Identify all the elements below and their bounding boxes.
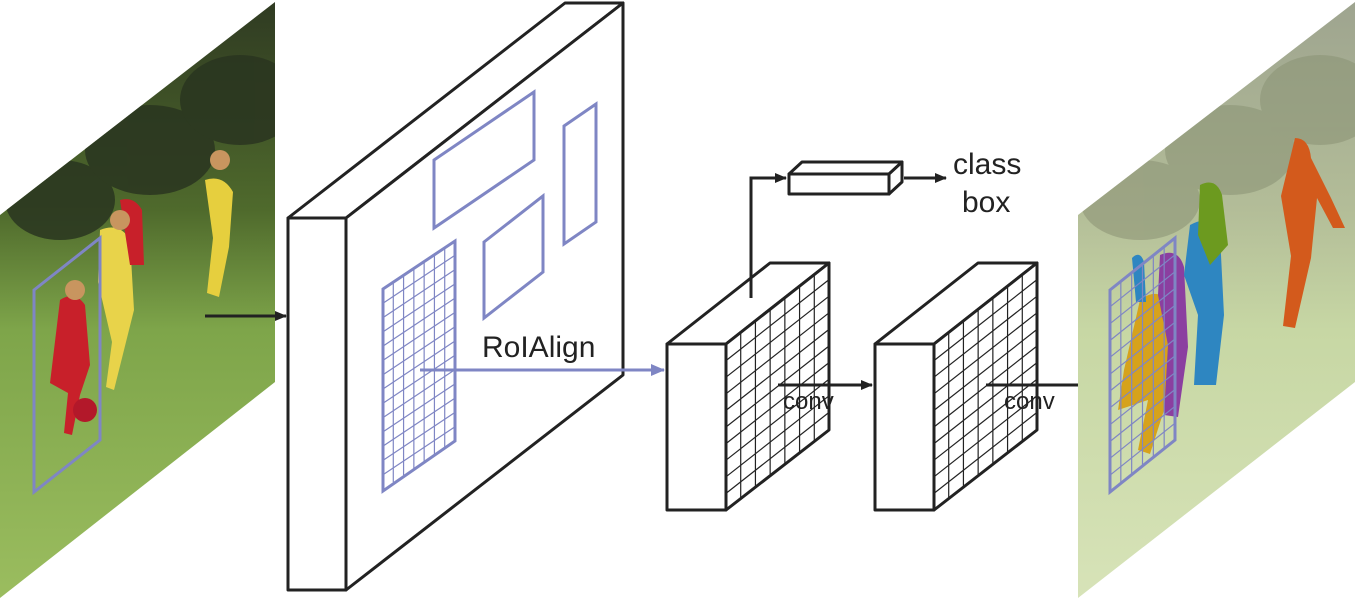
class-label: class (953, 148, 1021, 181)
head-block-1-grid-row-line (725, 362, 830, 445)
mask-blue (1184, 220, 1224, 385)
head-block-1-grid-row-line (725, 345, 830, 428)
roi-grid-row-line (382, 383, 456, 433)
output-roi-grid-row-line (1109, 288, 1176, 341)
head-block-2-grid-row-line (933, 395, 1038, 478)
output-roi-grid-row-line (1109, 304, 1176, 358)
head-block-1-grid-row-line (725, 328, 830, 411)
head-block-1-grid (725, 274, 830, 499)
head-block-1 (665, 261, 831, 512)
roi-grid-row-line (382, 340, 456, 390)
head-block-1-grid-row-line (725, 312, 830, 395)
input-image (0, 2, 275, 598)
roi-grid-row-line (382, 411, 456, 461)
feature-map-front (286, 216, 348, 592)
roi-grid-row-line (382, 397, 456, 447)
head-block-2-grid-row-line (933, 295, 1038, 378)
roi-proposal-3 (482, 192, 545, 322)
roi-grid-row-line (382, 426, 456, 476)
head-block-1-grid-row-line (725, 295, 830, 378)
mask-green (1198, 182, 1228, 265)
fc-layer-block (787, 160, 904, 196)
head-block-2-grid (933, 274, 1038, 499)
box-label: box (962, 186, 1010, 219)
output-roi-grid-row-line (1109, 389, 1176, 442)
head-branch-arrow (749, 173, 787, 298)
input-roi-box (32, 234, 102, 496)
head-block-1-grid-row-line (725, 378, 830, 461)
soccer-photo-icon (50, 150, 233, 435)
output-roi-grid-row-line (1109, 372, 1176, 426)
output-tree-line (1080, 55, 1355, 240)
roi-proposal-1 (432, 89, 536, 231)
output-roi-grid-row-line (1109, 338, 1176, 392)
segmentation-output-icon (1118, 138, 1345, 454)
roi-grid-row-line (382, 354, 456, 404)
roi-grid-row-line (382, 254, 456, 304)
output-roi-grid-row-line (1109, 254, 1176, 308)
roialign-label: RoIAlign (482, 331, 595, 364)
output-roi-grid (1109, 246, 1176, 484)
head-block-1-grid-row-line (725, 395, 830, 478)
mask-yellow (1118, 293, 1178, 454)
head-block-2-grid-row-line (933, 378, 1038, 461)
head-block-2-grid-row-line (933, 411, 1038, 494)
head-block-1-grid-row-line (725, 279, 830, 362)
conv-label-2: conv (1004, 388, 1055, 415)
head-block-2-grid-row-line (933, 279, 1038, 362)
roi-grid-row-line (382, 369, 456, 419)
output-image (1078, 2, 1355, 598)
output-roi-grid-row-line (1109, 422, 1176, 476)
mask-purple (1158, 252, 1188, 417)
roi-proposal-2 (562, 101, 598, 247)
head-block-2-grid-row-line (933, 362, 1038, 445)
output-roi-grid-row-line (1109, 355, 1176, 409)
roi-grid-row-line (382, 297, 456, 347)
roi-proposals (432, 89, 598, 322)
output-roi-grid-row-line (1109, 271, 1176, 325)
output-roi-grid-row-line (1109, 405, 1176, 459)
roi-grid-row-line (382, 283, 456, 333)
roi-grid-row-line (382, 269, 456, 319)
conv-label-1: conv (783, 388, 834, 415)
roi-grid-row-line (382, 326, 456, 376)
mask-orange (1281, 138, 1345, 328)
roi-grid (381, 238, 457, 494)
tree-line (5, 55, 275, 240)
roi-grid-row-line (382, 311, 456, 361)
head-block-2-grid-row-line (933, 328, 1038, 411)
head-block-2-grid-row-line (933, 312, 1038, 395)
head-block-1-grid-row-line (725, 411, 830, 494)
head-block-2-grid-row-line (933, 345, 1038, 428)
output-roi-grid-row-line (1109, 321, 1176, 375)
